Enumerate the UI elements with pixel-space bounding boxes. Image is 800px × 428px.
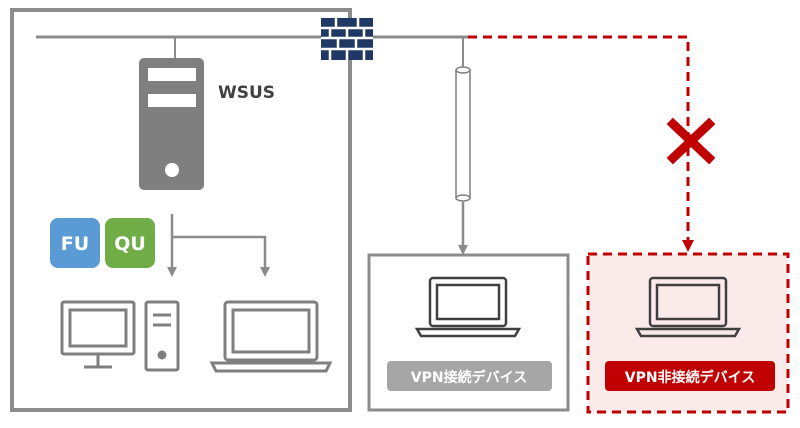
qu-badge-label: QU — [114, 233, 146, 255]
vpn-device-tag — [387, 361, 552, 391]
qu-badge: QU — [105, 218, 155, 268]
firewall-icon — [321, 18, 373, 60]
blocked-path — [468, 35, 694, 252]
blocked-x-icon — [666, 117, 716, 165]
non-vpn-device-label: VPN非接続デバイス — [625, 369, 755, 386]
desktop-pc-icon — [60, 300, 180, 372]
vpn-tunnel-icon — [455, 66, 471, 202]
vpn-device-frame — [367, 253, 570, 412]
distribution-arrows — [167, 214, 270, 277]
vpn-laptop-icon — [414, 276, 522, 338]
vpn-device-label: VPN接続デバイス — [411, 369, 527, 386]
fu-badge-label: FU — [61, 233, 89, 255]
non-vpn-device-tag — [605, 361, 775, 391]
server-icon — [139, 58, 204, 190]
laptop-icon — [209, 300, 333, 373]
server-label: WSUS — [218, 83, 275, 103]
internal-network-frame — [10, 8, 352, 412]
non-vpn-laptop-icon — [634, 276, 742, 338]
fu-badge: FU — [50, 218, 100, 268]
